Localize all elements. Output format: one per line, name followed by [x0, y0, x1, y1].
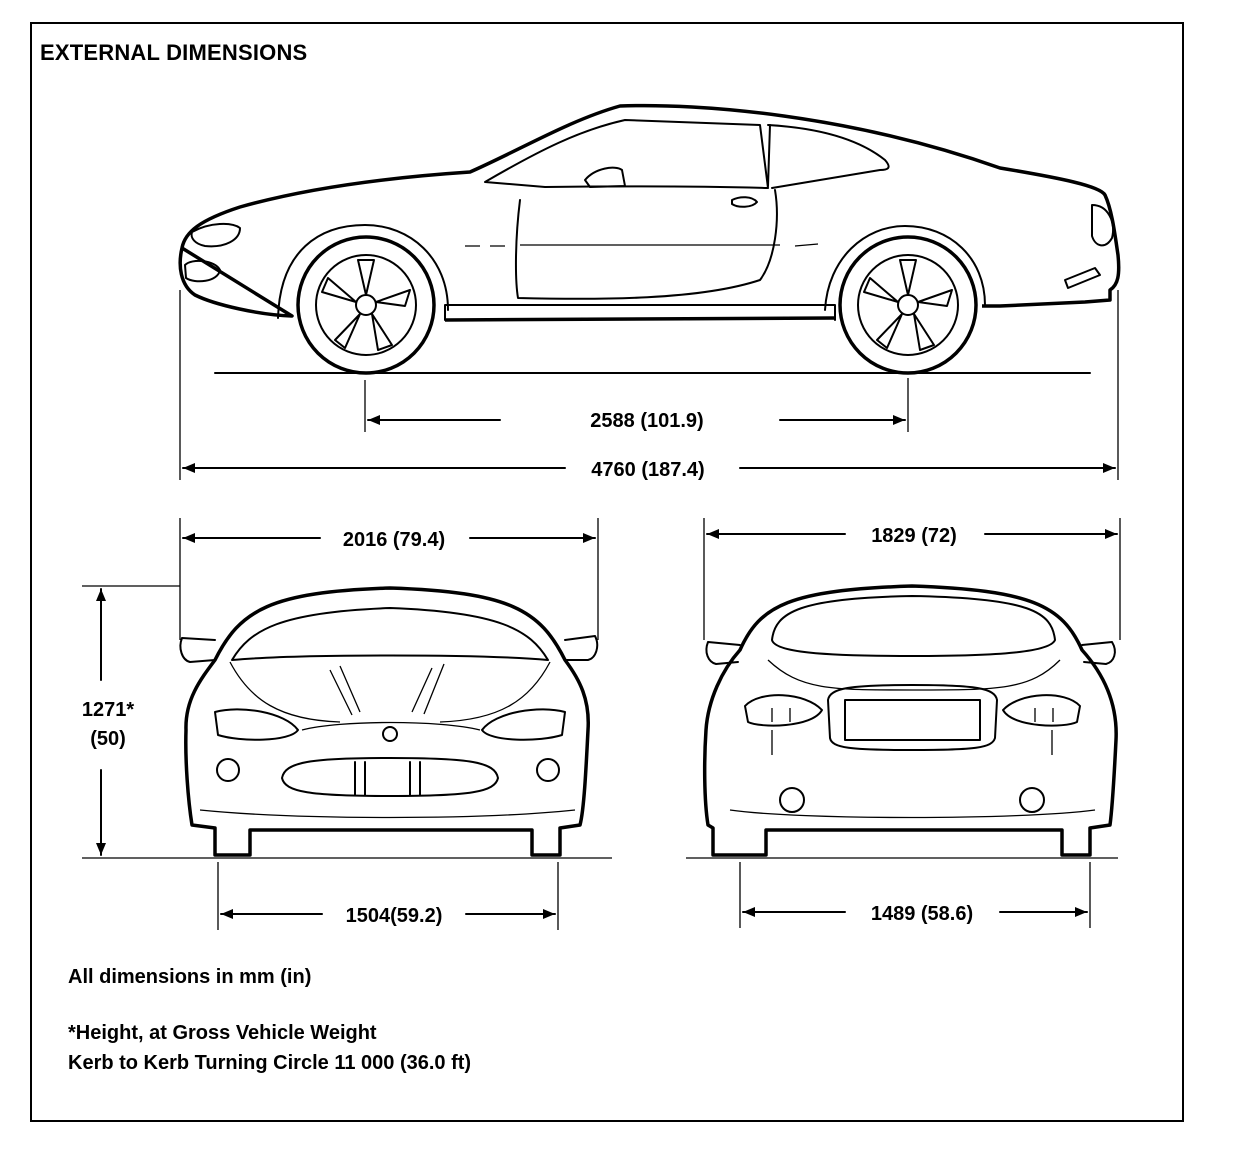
units-note: All dimensions in mm (in)	[68, 966, 312, 988]
wheelbase-dimension: 2588 (101.9)	[367, 410, 906, 432]
rear-view-car	[702, 584, 1118, 857]
mirror-width-label: 2016 (79.4)	[343, 529, 445, 551]
height-inch-label: (50)	[90, 728, 126, 750]
body-width-label: 1829 (72)	[871, 525, 957, 547]
length-dimension: 4760 (187.4)	[182, 459, 1116, 481]
height-label: 1271*	[82, 699, 134, 721]
turning-circle-note: Kerb to Kerb Turning Circle 11 000 (36.0…	[68, 1052, 472, 1074]
height-footnote: *Height, at Gross Vehicle Weight	[68, 1022, 377, 1044]
page-title: EXTERNAL DIMENSIONS	[40, 40, 308, 65]
wheelbase-label: 2588 (101.9)	[590, 410, 703, 432]
drawing-frame	[30, 22, 1184, 1122]
front-track-label: 1504(59.2)	[346, 905, 443, 927]
front-track-dimension: 1504(59.2)	[220, 905, 556, 927]
front-wheel	[296, 235, 436, 375]
body-width-dimension: 1829 (72)	[706, 525, 1118, 547]
mirror-width-dimension: 2016 (79.4)	[182, 529, 596, 551]
length-label: 4760 (187.4)	[591, 459, 704, 481]
rear-track-label: 1489 (58.6)	[871, 903, 973, 925]
front-view-car	[179, 586, 599, 857]
rear-wheel	[838, 235, 978, 375]
rear-track-dimension: 1489 (58.6)	[742, 903, 1088, 925]
height-dimension: 1271* (50)	[82, 588, 134, 856]
side-view-car	[178, 103, 1121, 375]
